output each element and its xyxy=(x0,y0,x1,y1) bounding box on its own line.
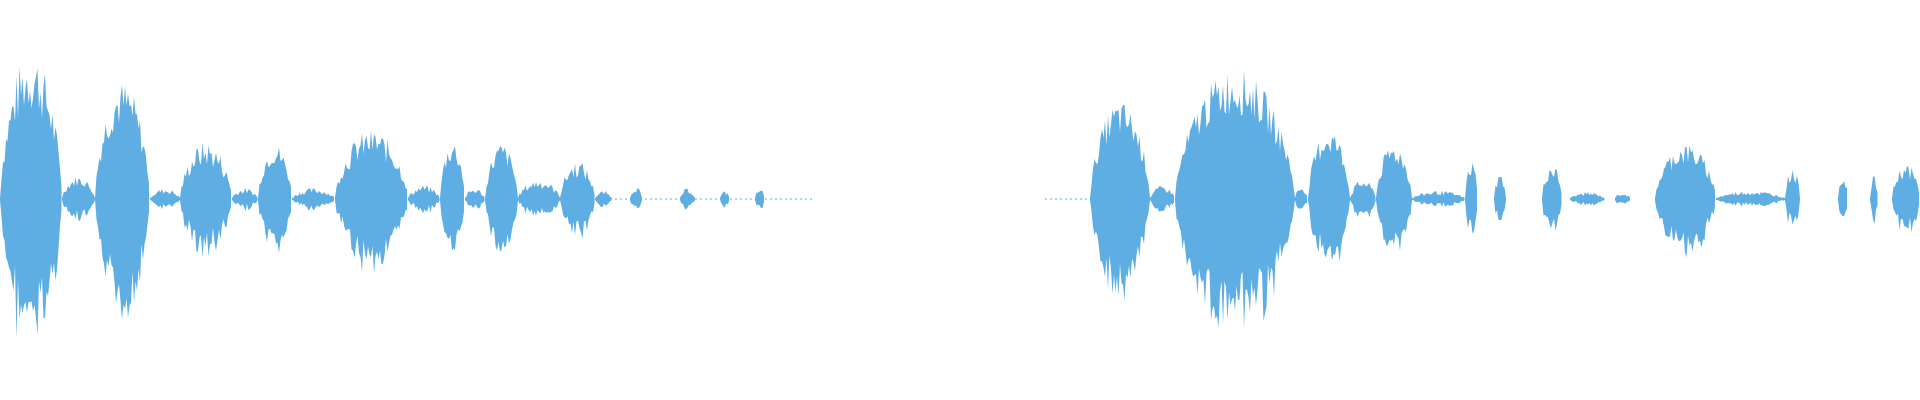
waveform-segment xyxy=(595,191,612,207)
waveform-segment xyxy=(720,191,729,208)
waveform-segment xyxy=(408,185,440,214)
waveform-segment xyxy=(1615,194,1630,204)
waveform-segment xyxy=(1494,176,1506,220)
waveform-segment xyxy=(1465,163,1477,234)
waveform-segment xyxy=(292,188,334,211)
waveform-segment xyxy=(1892,166,1919,233)
waveform-segment xyxy=(1350,181,1376,218)
waveform-segment xyxy=(1412,190,1465,207)
waveform-segment xyxy=(335,130,407,274)
waveform-segment xyxy=(630,188,642,209)
waveform-segment xyxy=(95,84,149,320)
waveform-segment xyxy=(485,146,518,252)
waveform-segment xyxy=(150,188,180,210)
waveform-segment xyxy=(1308,136,1350,262)
waveform-segment xyxy=(518,182,560,216)
waveform-segment xyxy=(232,188,258,212)
waveform-segment xyxy=(258,147,291,254)
waveform-segment xyxy=(1655,145,1715,258)
waveform-segment xyxy=(1150,186,1174,212)
waveform-segment xyxy=(62,177,95,221)
waveform-segment xyxy=(1870,176,1878,225)
waveform-segment xyxy=(440,146,464,251)
waveform-segment xyxy=(0,66,62,339)
waveform-segment xyxy=(465,190,485,209)
waveform-segment xyxy=(1716,191,1785,207)
waveform-segment xyxy=(755,190,764,209)
waveform-segment xyxy=(1542,168,1562,231)
waveform-segment xyxy=(1838,181,1847,217)
waveform-segment xyxy=(1570,192,1605,206)
waveform-segment xyxy=(1376,150,1412,252)
waveform-segment xyxy=(180,142,231,258)
waveform-segment xyxy=(1295,189,1307,209)
waveform-segment xyxy=(1785,170,1800,225)
waveform-segment xyxy=(560,163,595,239)
waveform-segment xyxy=(680,188,695,210)
waveform-segment xyxy=(1090,105,1150,301)
waveform-segment xyxy=(1175,69,1295,329)
waveform-segments xyxy=(0,66,1919,339)
